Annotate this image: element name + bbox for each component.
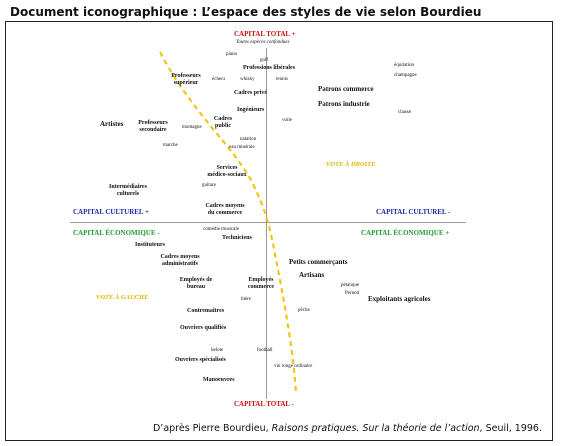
vin-rouge-ordinaire-label: vin rouge ordinaire — [274, 364, 313, 369]
equitation-label: équitation — [394, 63, 414, 68]
ouvriers-qualifies-label: Ouvriers qualifiés — [180, 325, 227, 331]
patrons-commerce-label: Patrons commerce — [318, 85, 374, 93]
piano-label: piano — [226, 52, 238, 57]
petanque-label: pétanque — [341, 283, 360, 288]
tennis-label: tennis — [276, 77, 288, 82]
natation-label: natation — [240, 137, 257, 142]
eau-minerale-label: eau minérale — [229, 145, 255, 150]
whisky-label: whisky — [240, 77, 255, 82]
source-book-title: Raisons pratiques. Sur la théorie de l’a… — [271, 423, 480, 434]
capital-culturel-minus-label: CAPITAL CULTUREL - — [376, 208, 451, 216]
source-prefix: D’après Pierre Bourdieu, — [152, 423, 272, 434]
horizontal-axis — [70, 222, 466, 223]
cadres-public-label: Cadres public — [213, 116, 233, 129]
vote-droite-label: VOTE À DROITE — [326, 161, 376, 168]
vertical-axis — [266, 48, 267, 399]
professions-liberales-label: Professions libérales — [243, 65, 296, 71]
biere-label: bière — [241, 297, 251, 302]
capital-total-minus-label: CAPITAL TOTAL - — [234, 400, 294, 408]
professeurs-secondaire-label: Professeurs secondaire — [138, 120, 168, 133]
instituteurs-label: Instituteurs — [135, 242, 166, 248]
montagne-label: montagne — [182, 125, 202, 130]
ingenieurs-label: Ingénieurs — [237, 107, 265, 113]
exploitants-agricoles-label: Exploitants agricoles — [368, 295, 431, 303]
echecs-label: échecs — [212, 77, 226, 82]
guitare-label: guitare — [202, 183, 216, 188]
manoeuvres-label: Manoeuvres — [203, 377, 235, 383]
chasse-label: chasse — [398, 110, 412, 115]
cadres-moyens-administratifs-label: Cadres moyens administratifs — [160, 254, 200, 267]
capital-total-plus-label: CAPITAL TOTAL + — [234, 30, 296, 38]
artistes-label: Artistes — [100, 120, 124, 128]
diagram-frame — [5, 21, 553, 441]
professeurs-superieur-label: Professeurs supérieur — [171, 73, 201, 86]
artisans-label: Artisans — [299, 271, 325, 279]
employes-bureau-label: Employés de bureau — [179, 277, 213, 290]
contremaitres-label: Contremaîtres — [187, 308, 225, 314]
marche-label: marche — [163, 143, 178, 148]
ouvriers-specialises-label: Ouvriers spécialisés — [175, 357, 226, 363]
services-medico-sociaux-label: Services médico-sociaux — [207, 165, 247, 178]
cadres-prive-label: Cadres privé — [234, 90, 268, 96]
intermediaires-culturels-label: Intermédiaires culturels — [109, 184, 147, 197]
capital-economique-minus-label: CAPITAL ÉCONOMIQUE - — [73, 229, 160, 237]
source-citation: D’après Pierre Bourdieu, Raisons pratiqu… — [153, 423, 542, 434]
capital-total-subtitle: Toutes espèces confondues — [236, 40, 290, 45]
techniciens-label: Techniciens — [222, 235, 252, 241]
cadres-moyens-commerce-label: Cadres moyens du commerce — [205, 203, 245, 216]
capital-economique-plus-label: CAPITAL ÉCONOMIQUE + — [361, 229, 450, 237]
football-label: football — [257, 348, 273, 353]
voile-label: voile — [282, 118, 292, 123]
patrons-industrie-label: Patrons industrie — [318, 100, 370, 108]
source-suffix: , Seuil, 1996. — [479, 423, 542, 434]
page-title: Document iconographique : L’espace des s… — [10, 5, 482, 19]
employes-commerce-label: Employés commerce — [247, 277, 275, 290]
capital-culturel-plus-label: CAPITAL CULTUREL + — [73, 208, 149, 216]
pernod-label: Pernod — [345, 291, 360, 296]
peche-label: pêche — [298, 308, 310, 313]
belote-label: belote — [211, 348, 224, 353]
golf-label: golf — [260, 58, 269, 63]
comedie-musicale-label: comédie musicale — [203, 227, 239, 232]
petits-commercants-label: Petits commerçants — [289, 258, 348, 266]
champagne-label: champagne — [394, 73, 417, 78]
vote-gauche-label: VOTE À GAUCHE — [96, 294, 149, 301]
